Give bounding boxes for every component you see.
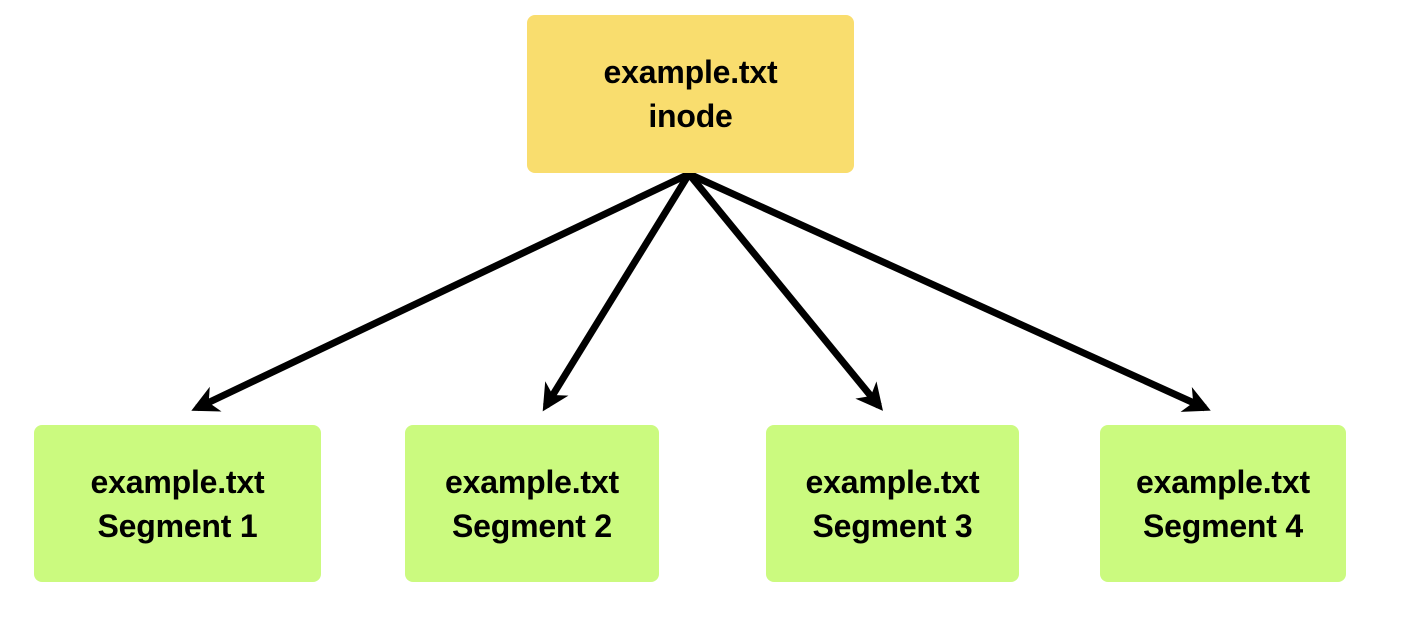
- node-segment-2-line-1: example.txt: [445, 463, 619, 500]
- node-segment-4[interactable]: example.txt Segment 4: [1100, 425, 1346, 582]
- node-segment-1[interactable]: example.txt Segment 1: [34, 425, 321, 582]
- edge-inode-to-segment-3: [686, 171, 883, 411]
- node-segment-4-line-1: example.txt: [1136, 463, 1310, 500]
- node-inode[interactable]: example.txt inode: [527, 15, 854, 173]
- node-segment-2-line-2: Segment 2: [451, 507, 613, 544]
- node-segment-3-line-1: example.txt: [805, 463, 980, 500]
- node-segment-3[interactable]: example.txt Segment 3: [766, 425, 1019, 582]
- edge-inode-to-segment-2: [542, 172, 692, 412]
- node-segment-1-line-1: example.txt: [90, 463, 265, 500]
- node-inode-line-1: example.txt: [603, 54, 778, 90]
- node-segment-4-line-2: Segment 4: [1142, 507, 1304, 544]
- node-segment-2[interactable]: example.txt Segment 2: [405, 425, 659, 582]
- edge-inode-to-segment-1: [191, 170, 691, 412]
- edge-inode-to-segment-4: [687, 170, 1211, 412]
- node-inode-line-2: inode: [648, 98, 733, 134]
- node-segment-1-line-2: Segment 1: [97, 507, 258, 544]
- node-segment-3-line-2: Segment 3: [812, 507, 973, 544]
- edge-group: [191, 170, 1211, 412]
